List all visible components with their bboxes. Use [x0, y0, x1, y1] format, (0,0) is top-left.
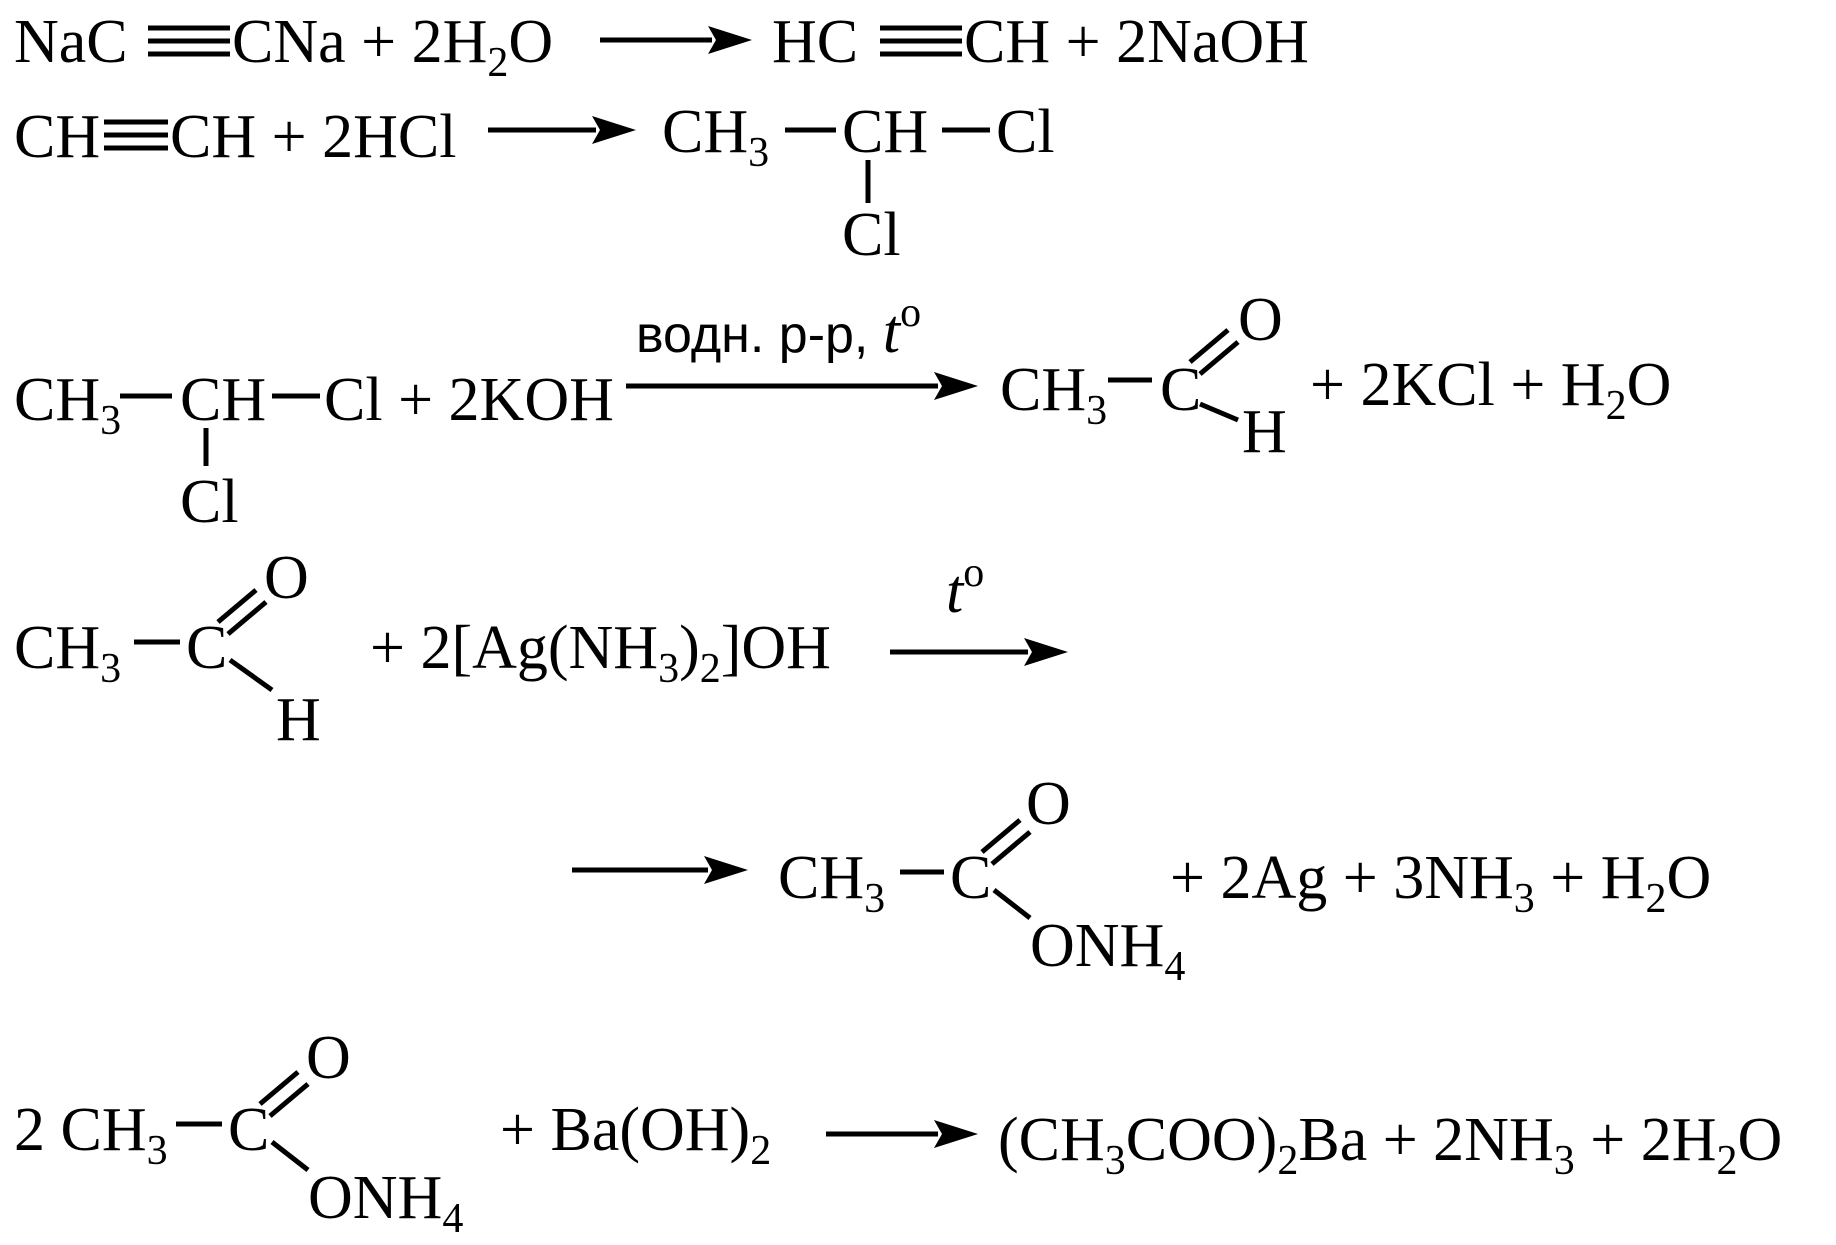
r4-double-bond-c-o	[216, 588, 268, 636]
r1-triple-bond-left	[148, 25, 230, 57]
r1-arrow	[600, 26, 752, 54]
r2-acetylene-left: CH	[14, 103, 100, 171]
r5-products: (CH3COO)2Ba + 2NH3 + 2H2O	[998, 1106, 1782, 1184]
r3-methyl: CH3	[14, 366, 121, 444]
r5-bond-c-o-ammonium	[270, 1140, 310, 1172]
r5-oxygen: O	[306, 1024, 351, 1092]
r5-carbon: C	[228, 1096, 269, 1164]
r4-product-methyl: CH3	[778, 844, 885, 922]
r3-product-hydrogen: H	[1242, 398, 1287, 466]
r2-arrow	[488, 116, 636, 144]
r4-bond-c-o-ammonium	[992, 888, 1032, 920]
r3-product-methyl: CH3	[1000, 356, 1107, 434]
r4-product-ammonium: ONH4	[1030, 912, 1185, 990]
r4-bond-c-h	[228, 657, 274, 693]
r4-carbon: C	[186, 614, 227, 682]
r4-byproducts: + 2Ag + 3NH3 + H2O	[1170, 844, 1711, 922]
r3-bond-c-h	[1199, 401, 1239, 423]
r1-acetylene-left: HC	[772, 8, 858, 76]
r4-product-oxygen: O	[1026, 770, 1071, 838]
r3-ch: CH	[180, 366, 266, 434]
r5-arrow	[826, 1120, 978, 1148]
r4-conditions-temperature: to	[946, 550, 984, 626]
r5-ammonium: ONH4	[308, 1164, 463, 1242]
r1-sodium-carbide-left: NaC	[14, 8, 128, 76]
r4-tollens-reagent: + 2[Ag(NH3)2]OH	[370, 614, 831, 692]
r3-arrow	[626, 372, 978, 400]
r3-product-oxygen: O	[1238, 286, 1283, 354]
r3-conditions: водн. р-р, to	[636, 290, 921, 366]
r2-product-ch: CH	[842, 98, 928, 166]
r4-oxygen: O	[264, 544, 309, 612]
r2-triple-bond	[104, 119, 168, 151]
r5-double-bond-c-o	[258, 1070, 310, 1118]
r4-arrow-top	[890, 638, 1068, 666]
reaction-2: CH CH + 2HCl CH3 CH Cl Cl	[14, 98, 1055, 269]
r1-acetylene-right: CH + 2NaOH	[964, 8, 1309, 76]
r2-product-methyl: CH3	[662, 98, 769, 176]
r3-cl-down: Cl	[180, 468, 239, 536]
r4-product-double-bond-c-o	[980, 818, 1032, 866]
r2-acetylene-right: CH + 2HCl	[170, 103, 456, 171]
r4-product-carbon: C	[950, 844, 991, 912]
r3-product-carbon: C	[1160, 356, 1201, 424]
r3-double-bond-c-o	[1188, 328, 1240, 376]
r3-byproducts: + 2KCl + H2O	[1310, 351, 1671, 429]
reaction-3: CH3 CH Cl + 2KOH Cl водн. р-р, to CH3 C …	[14, 286, 1671, 536]
reaction-1: NaC CNa + 2H2O HC CH + 2NaOH	[14, 8, 1309, 86]
r2-product-cl-right: Cl	[996, 98, 1055, 166]
reaction-5: 2 CH3 C O ONH4 + Ba(OH)2 (CH3COO)2Ba + 2…	[14, 1024, 1782, 1242]
r4-hydrogen: H	[276, 686, 321, 754]
r4-methyl: CH3	[14, 614, 121, 692]
r5-ammonium-acetate-methyl: 2 CH3	[14, 1096, 168, 1174]
r1-sodium-carbide-right: CNa + 2H2O	[232, 8, 553, 86]
r3-cl-right-and-koh: Cl + 2KOH	[324, 366, 614, 434]
r4-arrow-continuation	[572, 856, 748, 884]
reaction-4: CH3 C O H + 2[Ag(NH3)2]OH to CH3 C O ONH…	[14, 544, 1711, 990]
r1-triple-bond-right	[880, 25, 962, 57]
r5-barium-hydroxide: + Ba(OH)2	[500, 1096, 771, 1174]
r2-product-cl-down: Cl	[842, 201, 901, 269]
